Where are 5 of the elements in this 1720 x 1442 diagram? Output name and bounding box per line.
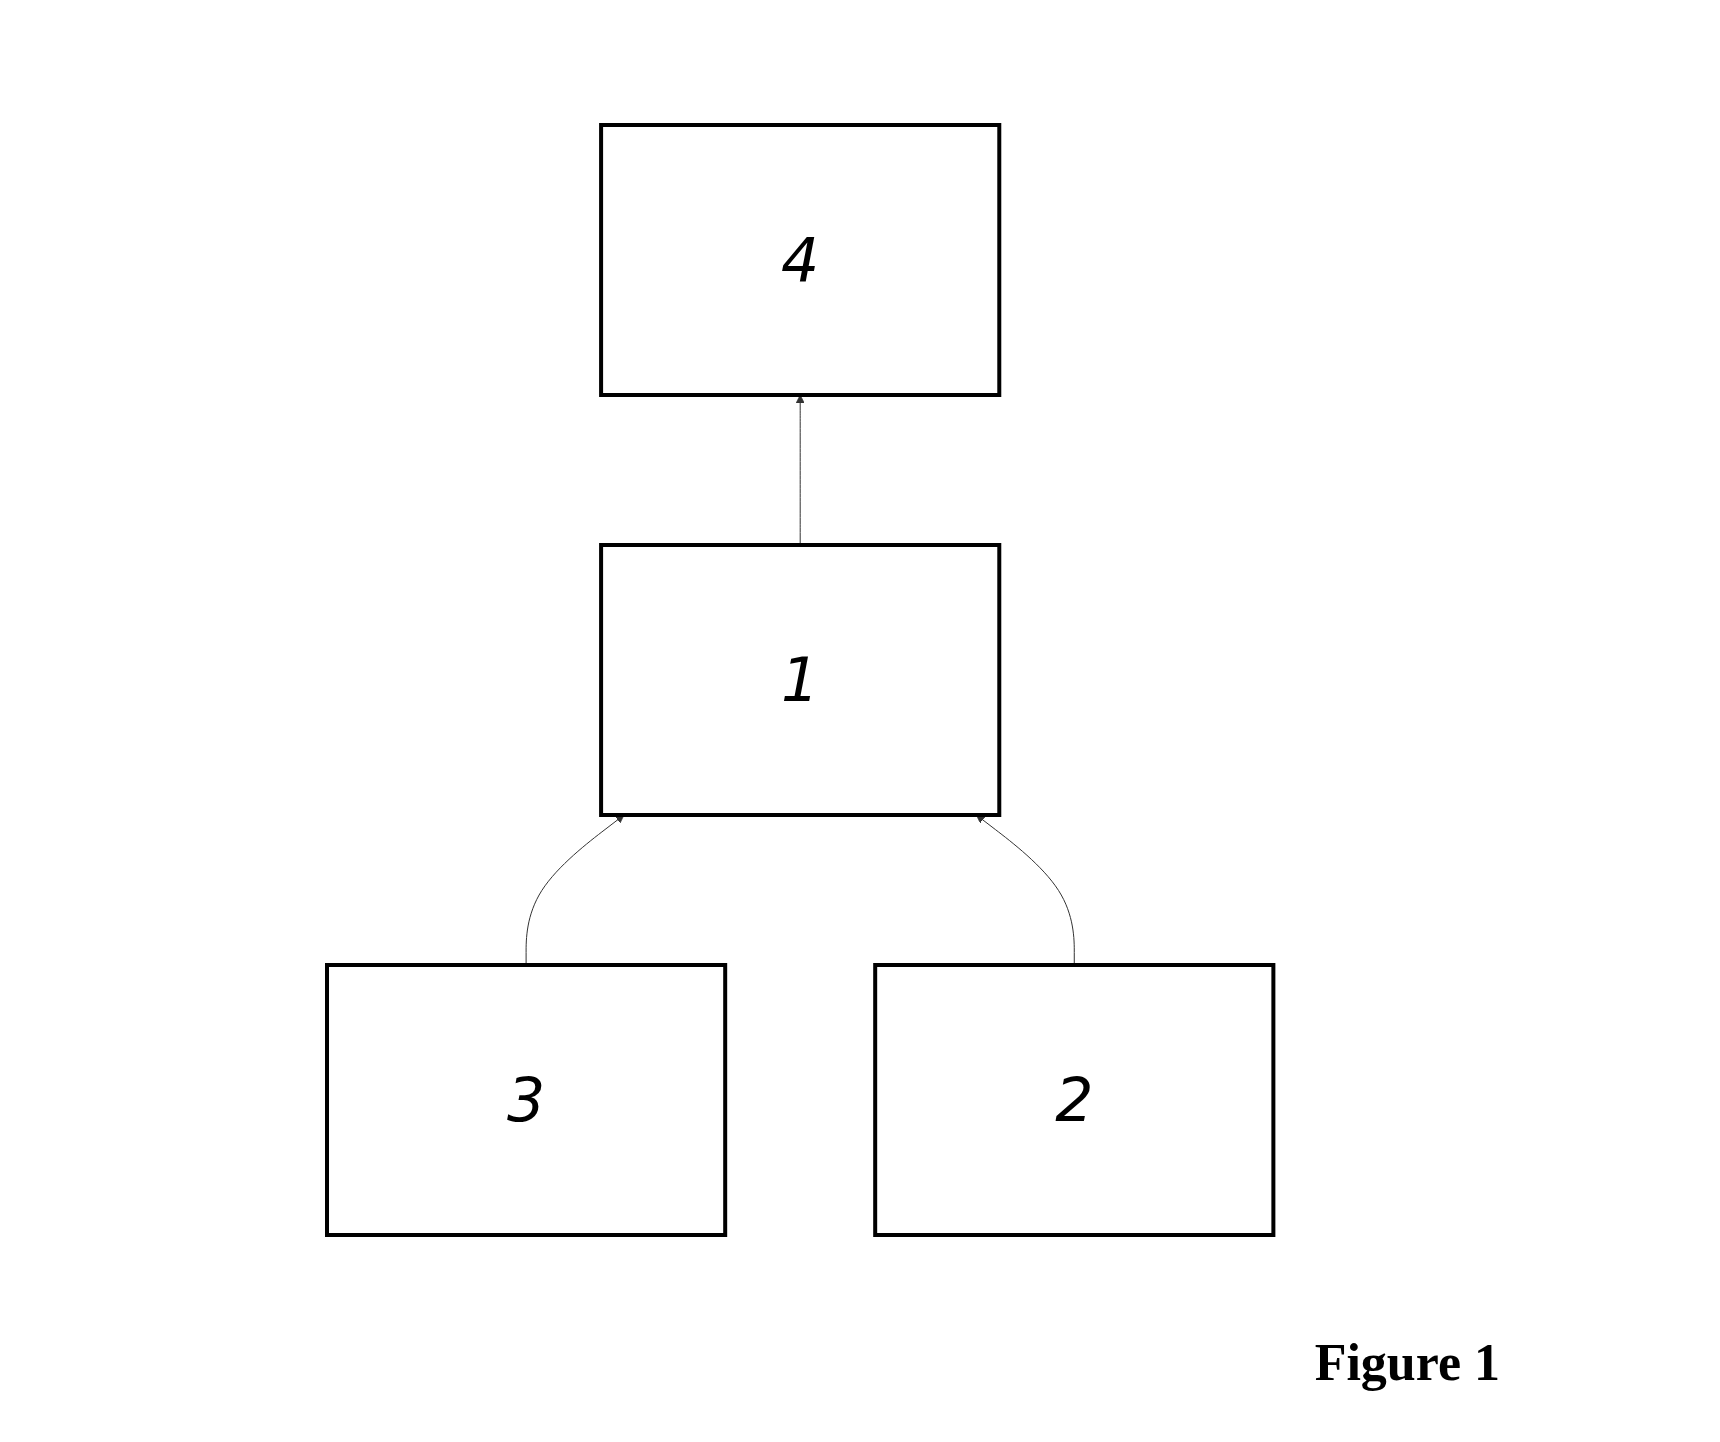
node-box: 2 xyxy=(873,963,1276,1237)
figure-caption: Figure 1 xyxy=(1314,1333,1500,1392)
node-box: 3 xyxy=(324,963,727,1237)
node-box: 1 xyxy=(598,543,1002,817)
node-box: 4 xyxy=(598,123,1002,397)
